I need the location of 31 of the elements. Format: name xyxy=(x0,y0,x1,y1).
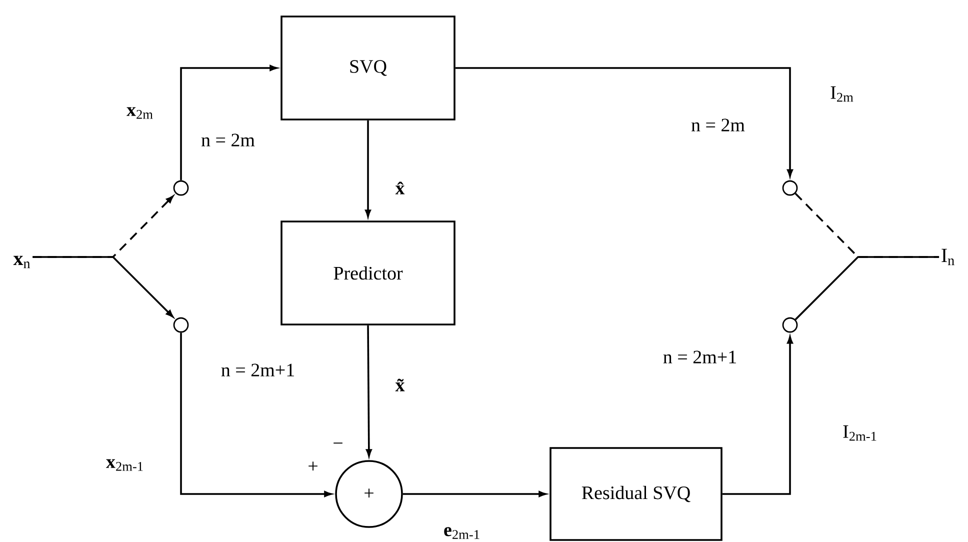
edge-label: x̂ xyxy=(394,180,406,196)
arrow xyxy=(402,491,546,497)
arrow xyxy=(455,67,793,177)
summing-junction: + xyxy=(335,460,403,528)
arrow xyxy=(366,325,372,457)
annotation: n = 2m+1 xyxy=(663,350,736,364)
process-box: SVQ xyxy=(280,16,456,120)
edge-label: x̃ xyxy=(394,378,406,392)
signal-label: x$_{n}$ xyxy=(13,256,30,268)
edge-label: I$_{2m}$ xyxy=(829,85,855,103)
arrow xyxy=(180,65,278,180)
signal-label: I$_{n}$ xyxy=(942,248,954,266)
edge-label: I$_{2m-1}$ xyxy=(842,424,878,442)
edge-label: e$_{2m-1}$ xyxy=(442,526,482,540)
annotation: n = 2m+1 xyxy=(221,364,294,376)
annotation: n = 2m xyxy=(691,118,745,132)
annotation: − xyxy=(334,442,342,444)
arrow xyxy=(180,332,332,497)
switch-terminal xyxy=(173,317,189,333)
switch-terminal xyxy=(782,317,798,333)
switch-terminal xyxy=(782,180,798,196)
edge-label: x$_{2m-1}$ xyxy=(104,458,146,472)
process-box: Residual SVQ xyxy=(550,447,722,541)
annotation: + xyxy=(308,462,318,470)
edge-label: x$_{2m}$ xyxy=(126,106,154,120)
process-box: Predictor xyxy=(280,220,456,326)
arrow xyxy=(32,256,174,318)
arrow xyxy=(365,120,371,218)
arrow xyxy=(722,336,793,495)
annotation: n = 2m xyxy=(201,134,255,146)
switch-terminal xyxy=(173,180,189,196)
